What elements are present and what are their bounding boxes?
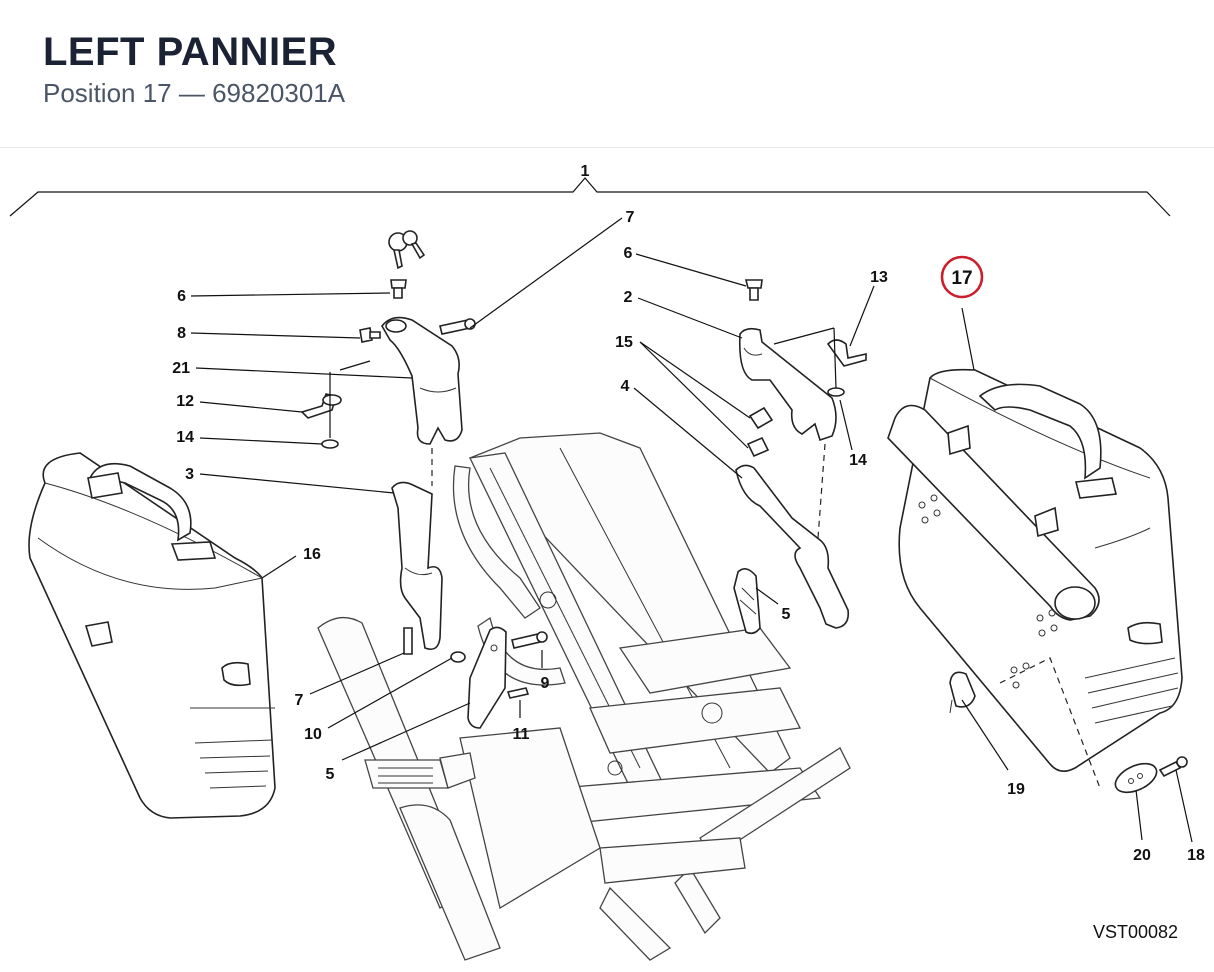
callout-14-left: 14 (176, 429, 194, 446)
callout-6-right: 6 (624, 245, 633, 262)
bolt-part-6-left (390, 279, 407, 299)
callout-7-upper: 7 (626, 209, 635, 226)
bolt-part-9 (511, 631, 548, 649)
bolt-part-6-right (744, 279, 763, 301)
callout-5-right: 5 (782, 606, 791, 623)
callout-18: 18 (1187, 847, 1205, 864)
plate-part-5-right (733, 568, 761, 635)
disc-part-20 (1114, 762, 1158, 794)
bracket-part-4 (735, 464, 850, 629)
callout-19: 19 (1007, 781, 1025, 798)
screw-part-18 (1158, 756, 1188, 778)
callout-14-right: 14 (849, 452, 867, 469)
callout-12: 12 (176, 393, 194, 410)
callout-7-lower: 7 (295, 692, 304, 709)
footpeg (364, 759, 449, 789)
callout-17-highlight: 17 (940, 255, 984, 299)
callout-16: 16 (303, 546, 321, 563)
exploded-parts-diagram: 1 6 8 21 12 14 3 16 7 7 10 5 9 11 6 2 15… (0, 148, 1214, 967)
callout-17: 17 (951, 268, 972, 289)
callout-3: 3 (185, 466, 194, 483)
callout-4: 4 (621, 378, 630, 395)
bracket-part-2 (738, 327, 837, 442)
diagram-canvas: 1 6 8 21 12 14 3 16 7 7 10 5 9 11 6 2 15… (9, 163, 1205, 961)
left-pannier-case (28, 452, 276, 819)
keys (388, 230, 426, 270)
nut-part-10 (450, 651, 466, 663)
callout-5-left: 5 (326, 766, 335, 783)
bracket-part-21 (381, 316, 463, 445)
leader-lines (190, 217, 1193, 843)
axis-line-right (817, 443, 826, 539)
page-subtitle: Position 17 — 69820301A (43, 78, 346, 108)
callout-10: 10 (304, 726, 322, 743)
callout-11: 11 (513, 726, 530, 743)
callout-1: 1 (581, 163, 590, 180)
bolt-part-11 (506, 687, 530, 699)
highlight-ring (940, 255, 984, 299)
page-title: LEFT PANNIER (43, 30, 338, 74)
callout-8: 8 (177, 325, 186, 342)
callout-2: 2 (624, 289, 633, 306)
clip-part-12 (300, 393, 342, 419)
nut-part-8 (359, 327, 381, 343)
motorcycle-frame (317, 432, 851, 961)
callout-21: 21 (172, 360, 190, 377)
plate-part-5-left (467, 626, 507, 729)
bracket-part-3 (391, 481, 443, 651)
washer-part-14-left (321, 439, 339, 449)
callout-9: 9 (541, 675, 550, 692)
clip-part-19 (949, 671, 976, 714)
bolt-part-7-upper (439, 318, 476, 335)
right-pannier-case (887, 368, 1183, 789)
bolt-part-7-lower (403, 627, 413, 655)
group-bracket (9, 177, 1171, 217)
clip-part-13 (826, 339, 867, 367)
callout-6-left: 6 (177, 288, 186, 305)
drawing-reference-code: VST00082 (1092, 922, 1178, 942)
clip-part-15 (746, 406, 774, 458)
washer-part-14-right (827, 387, 845, 397)
page-header: LEFT PANNIER Position 17 — 69820301A (0, 0, 1214, 148)
callout-20: 20 (1133, 847, 1151, 864)
callout-13: 13 (870, 269, 888, 286)
callout-15: 15 (615, 334, 633, 351)
